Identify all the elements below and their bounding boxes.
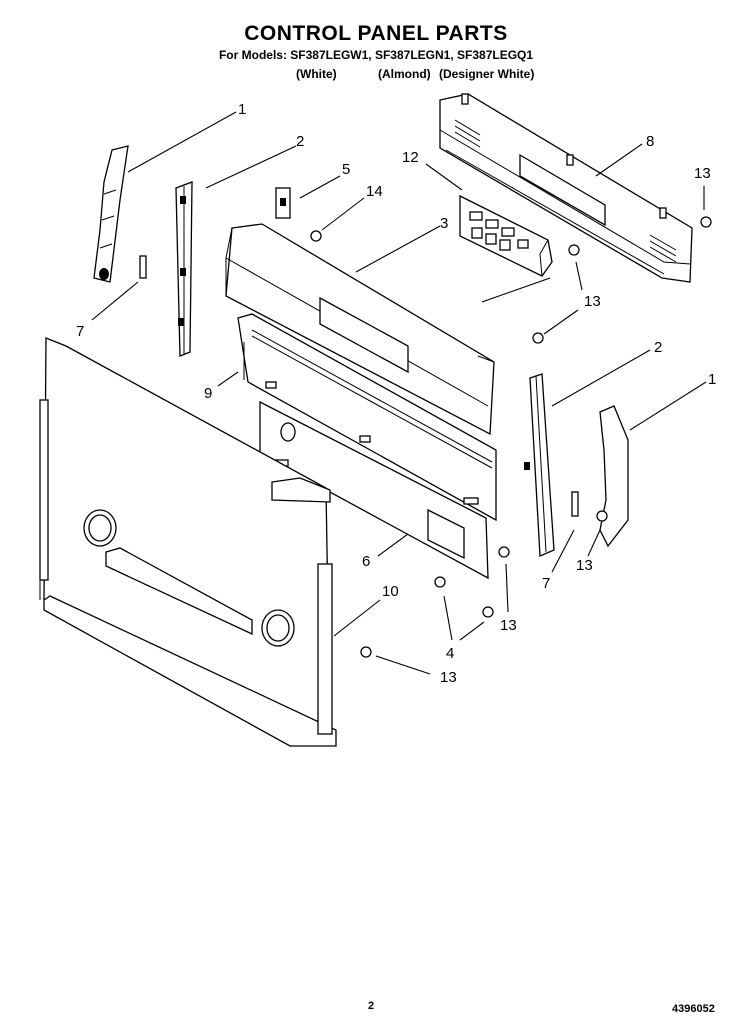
callout-12: 12: [402, 149, 419, 166]
callout-1-left: 1: [238, 101, 246, 118]
model-list: For Models: SF387LEGW1, SF387LEGN1, SF38…: [218, 48, 534, 62]
part-7-left-clip: [139, 255, 147, 279]
callout-13-bottom: 13: [440, 669, 457, 686]
part-10-rear-panel: [39, 337, 337, 747]
leader-lines: [91, 111, 707, 675]
callout-4: 4: [446, 645, 454, 662]
callout-3: 3: [440, 215, 448, 232]
variant-almond: (Almond): [378, 67, 431, 81]
part-2-left-bracket: [175, 181, 193, 357]
part-12-control-module: [459, 194, 553, 277]
callout-10: 10: [382, 583, 399, 600]
part-6-inner-panel: [259, 400, 489, 580]
callout-7-right: 7: [542, 575, 550, 592]
part-2-right-bracket: [524, 373, 555, 557]
callout-8: 8: [646, 133, 654, 150]
screws-13: [360, 216, 712, 658]
callout-7-left: 7: [76, 323, 84, 340]
part-9-inner-channel: [237, 313, 497, 522]
callout-13-lower: 13: [500, 617, 517, 634]
part-14-screw: [310, 230, 322, 242]
callout-13-topright: 13: [694, 165, 711, 182]
callout-5: 5: [342, 161, 350, 178]
variant-white: (White): [296, 67, 337, 81]
callout-2-right: 2: [654, 339, 662, 356]
callout-14: 14: [366, 183, 383, 200]
variant-designer-white: (Designer White): [439, 67, 535, 81]
callout-13-right: 13: [576, 557, 593, 574]
part-5-clip: [275, 187, 291, 219]
document-number: 4396052: [672, 1003, 715, 1015]
page-title: CONTROL PANEL PARTS: [244, 22, 508, 45]
page-number: 2: [368, 1000, 375, 1012]
part-1-left-endcap: [93, 145, 129, 283]
part-1-right-endcap: [599, 405, 629, 548]
callout-1-right: 1: [708, 371, 716, 388]
callout-13-mid: 13: [584, 293, 601, 310]
part-8-rear-bracket: [439, 93, 693, 283]
callout-9: 9: [204, 385, 212, 402]
part-3-panel-housing: [225, 223, 495, 436]
callout-6: 6: [362, 553, 370, 570]
callout-2-left: 2: [296, 133, 304, 150]
part-7-right-clip: [571, 491, 579, 517]
callout-labels: 1 2 5 14 12 8 13 3 7 13 9 2 1 6 7 13 10 …: [76, 101, 716, 686]
